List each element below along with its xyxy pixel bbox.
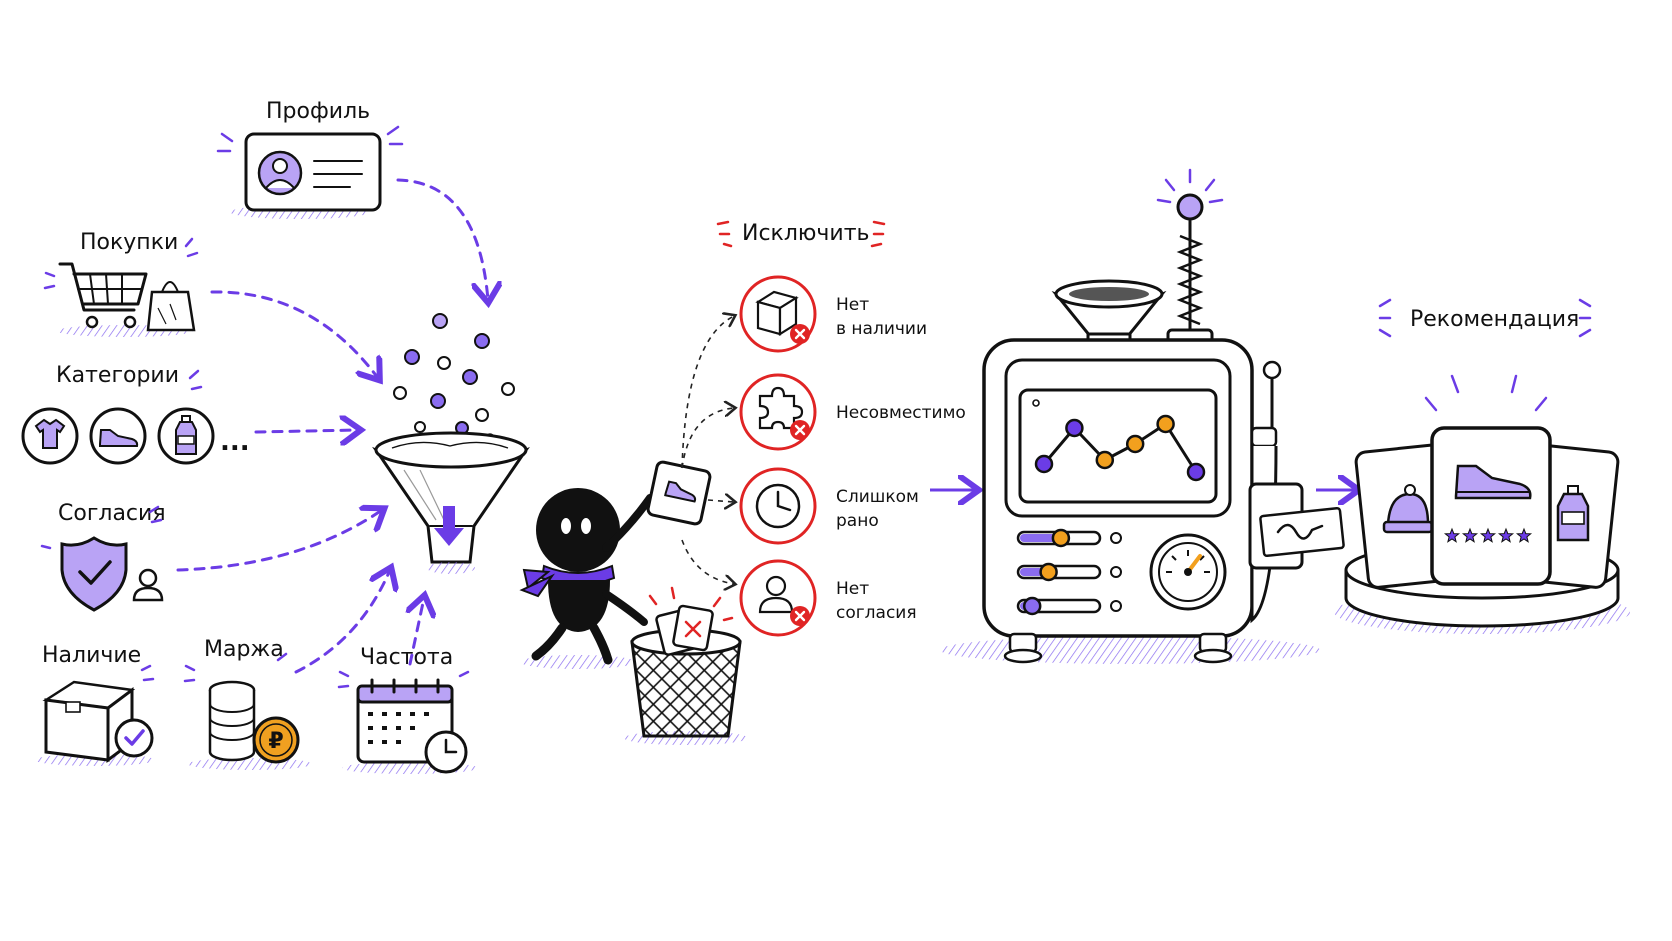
scoring-machine [940, 168, 1345, 664]
exclude-item-2-line1: Несовместимо [836, 403, 966, 423]
tshirt-icon [21, 407, 79, 465]
source-purchases: Покупки [43, 230, 199, 337]
source-margin: Маржа ₽ [183, 637, 312, 770]
puzzle-x-icon [758, 386, 810, 440]
source-frequency: Частота [337, 645, 478, 774]
machine-chart-point [1095, 450, 1115, 470]
source-profile-label: Профиль [266, 99, 370, 124]
star-icon [1515, 527, 1533, 543]
filter-funnel [372, 313, 530, 574]
exclude-item-4-line2: согласия [836, 603, 917, 623]
shopping-bag-icon [146, 281, 196, 332]
exclude-item-too-early: Слишком рано [739, 467, 919, 545]
id-card-icon [230, 132, 382, 219]
source-profile: Профиль [216, 99, 404, 219]
source-consents: Согласия [40, 501, 166, 612]
box-x-icon [755, 290, 810, 344]
hat-icon [1382, 484, 1434, 534]
source-categories: Категории ... [21, 363, 250, 465]
slider-end-indicator [1110, 566, 1122, 578]
sneaker-icon [89, 407, 147, 465]
box-check-icon [35, 680, 155, 766]
categories-more: ... [220, 427, 250, 457]
machine-chart-point [1186, 462, 1206, 482]
card-shoe [1430, 426, 1552, 586]
slider-end-indicator [1110, 600, 1122, 612]
source-frequency-label: Частота [360, 645, 453, 670]
exclude-item-1-line1: Нет [836, 295, 869, 315]
sneaker-card-icon [646, 460, 712, 526]
slider-end-indicator [1110, 532, 1122, 544]
coins-ruble-icon: ₽ [188, 680, 312, 770]
person-x-icon [758, 575, 810, 626]
calendar-clock-icon [342, 678, 478, 774]
gauge-icon [1149, 533, 1227, 611]
machine-chart-point [1125, 434, 1145, 454]
recommendation-title: Рекомендация [1410, 307, 1579, 332]
rating-stars [1443, 527, 1533, 543]
star-icon [1497, 527, 1515, 543]
source-consents-label: Согласия [58, 501, 166, 526]
bottle-icon [1556, 485, 1590, 542]
source-categories-label: Категории [56, 363, 179, 388]
machine-sliders [1016, 528, 1122, 616]
source-availability-label: Наличие [42, 643, 141, 668]
exclude-item-out-of-stock: Нет в наличии [739, 275, 927, 353]
star-icon [1479, 527, 1497, 543]
person-icon [132, 568, 164, 602]
slider-knob [1051, 528, 1071, 548]
shield-check-icon [60, 536, 128, 612]
exclude-title: Исключить [742, 221, 870, 246]
slider-knob [1039, 562, 1058, 582]
exclude-item-3-line1: Слишком [836, 487, 919, 507]
output-slot [1248, 482, 1345, 570]
exclude-item-1-line2: в наличии [836, 319, 927, 339]
exclude-section: Исключить Нет в наличии [681, 220, 966, 637]
machine-chart [1034, 414, 1206, 482]
slider-fill [1020, 534, 1057, 542]
exclude-item-incompatible: Несовместимо [739, 373, 966, 451]
exclude-item-no-consent: Нет согласия [739, 559, 917, 637]
squiggle-icon [1276, 523, 1324, 540]
ruble-sign: ₽ [268, 729, 283, 754]
machine-chart-point [1065, 418, 1084, 438]
slider-knob [1022, 596, 1042, 616]
source-availability: Наличие [35, 643, 155, 766]
source-flows [176, 178, 488, 674]
machine-chart-point [1034, 454, 1054, 474]
star-icon [1461, 527, 1479, 543]
exclude-item-4-line1: Нет [836, 579, 869, 599]
clock-icon [755, 483, 801, 529]
shoe-icon [1454, 464, 1532, 500]
slider-fill [1020, 568, 1045, 576]
trash-basket [624, 586, 748, 745]
bottle-icon [157, 407, 215, 465]
recommendation-section: Рекомендация [1334, 298, 1630, 634]
filter-character [519, 460, 712, 669]
data-particles [393, 313, 515, 443]
source-margin-label: Маржа [204, 637, 284, 662]
machine-chart-point [1156, 414, 1175, 434]
star-icon [1443, 527, 1461, 543]
antenna-icon [1156, 168, 1224, 346]
source-purchases-label: Покупки [80, 230, 178, 255]
hopper-funnel [1051, 279, 1167, 350]
exclude-flows [681, 316, 734, 584]
exclude-item-3-line2: рано [836, 511, 879, 531]
